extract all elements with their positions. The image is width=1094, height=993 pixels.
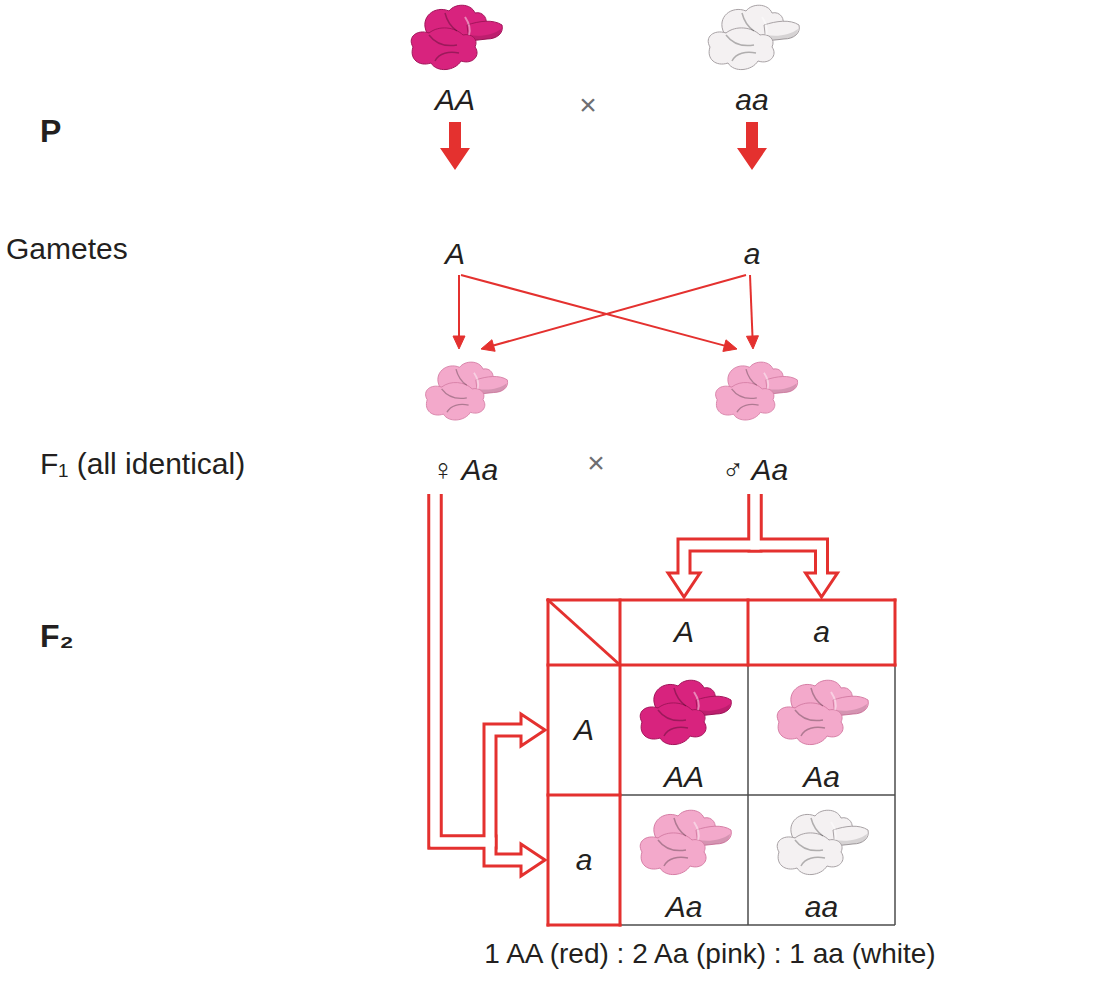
genotype-text: Aa: [801, 760, 842, 795]
connector-heads: [453, 336, 838, 876]
punnett-cell: Aa: [748, 665, 895, 795]
punnett-cell: Aa: [620, 795, 748, 925]
punnett-cell: AA: [620, 665, 748, 795]
genotype-text: a: [574, 843, 595, 878]
genotype-text: Aa: [664, 890, 705, 925]
gamete-allele: A: [425, 172, 485, 272]
f1-genotype: ♀ Aa: [400, 348, 530, 488]
parent-genotype: aa: [692, 0, 812, 118]
frame-line: [548, 794, 620, 797]
split-arrow-inner: [435, 494, 525, 842]
arrow-head: [723, 340, 737, 352]
snapdragon-white: [708, 5, 799, 69]
connector-shafts: [435, 122, 822, 860]
fertilization-arrow: [492, 275, 746, 346]
arrow-head: [481, 340, 495, 352]
gamete-arrow: [737, 122, 767, 170]
split-arrow-inner: [755, 494, 822, 577]
generation-label: P: [40, 113, 61, 150]
fertilization-arrow: [750, 275, 753, 338]
genotype-text: AA: [433, 83, 477, 118]
punnett-frame: [548, 600, 895, 925]
split-arrow: [755, 494, 822, 573]
arrow-head: [746, 336, 758, 349]
snapdragon-pink: [777, 680, 868, 744]
punnett-cell: aa: [748, 795, 895, 925]
generation-label: F₂: [40, 618, 74, 655]
gamete-arrow: [440, 122, 470, 170]
split-arrow: [435, 494, 521, 842]
frame-line: [548, 599, 895, 602]
genotype-text: a: [811, 615, 832, 650]
genotype-text: A: [572, 713, 596, 748]
genotype-text: AA: [662, 760, 706, 795]
split-arrow-inner: [435, 494, 525, 860]
punnett-header: a: [548, 795, 620, 925]
frame-line: [547, 600, 550, 925]
split-arrow-inner: [684, 494, 755, 577]
genotype-text: a: [742, 237, 763, 272]
frame-line: [747, 600, 750, 665]
frame-line: [548, 924, 620, 927]
genotype-text: A: [443, 237, 467, 272]
punnett-grid: [620, 665, 895, 925]
arrow-head: [453, 336, 465, 349]
ratio-caption: 1 AA (red) : 2 Aa (pink) : 1 aa (white): [484, 938, 935, 970]
genotype-text: ♀ Aa: [430, 453, 500, 488]
frame-line: [894, 600, 897, 665]
gamete-allele: a: [722, 172, 782, 272]
grid-line: [620, 924, 895, 926]
frame-line: [619, 600, 622, 925]
f1-genotype: ♂ Aa: [690, 348, 820, 488]
cross-symbol: ×: [587, 446, 605, 481]
snapdragon-pink: [426, 362, 508, 420]
cross-symbol: ×: [579, 88, 597, 123]
parent-genotype: AA: [395, 0, 515, 118]
corner-diagonal: [548, 600, 620, 665]
genotype-text: ♂ Aa: [720, 453, 790, 488]
fertilization-arrow: [461, 275, 726, 346]
split-arrow: [684, 494, 755, 573]
snapdragon-red: [411, 5, 502, 69]
punnett-header: A: [548, 665, 620, 795]
row-label: Gametes: [6, 232, 128, 267]
punnett-header: A: [620, 600, 748, 665]
snapdragon-red: [640, 680, 731, 744]
frame-line: [548, 664, 895, 667]
punnett-header: a: [748, 600, 895, 665]
genotype-text: A: [672, 615, 696, 650]
fertilization-arrow: [458, 275, 460, 338]
genotype-text: aa: [733, 83, 770, 118]
connector-hollows: [435, 494, 822, 860]
snapdragon-pink: [716, 362, 798, 420]
split-arrow: [435, 494, 521, 860]
snapdragon-pink: [640, 810, 731, 874]
snapdragon-white: [777, 810, 868, 874]
flowers: [411, 5, 868, 874]
grid-line: [620, 794, 895, 796]
generation-label: F₁ (all identical): [40, 447, 245, 482]
genotype-text: aa: [803, 890, 840, 925]
